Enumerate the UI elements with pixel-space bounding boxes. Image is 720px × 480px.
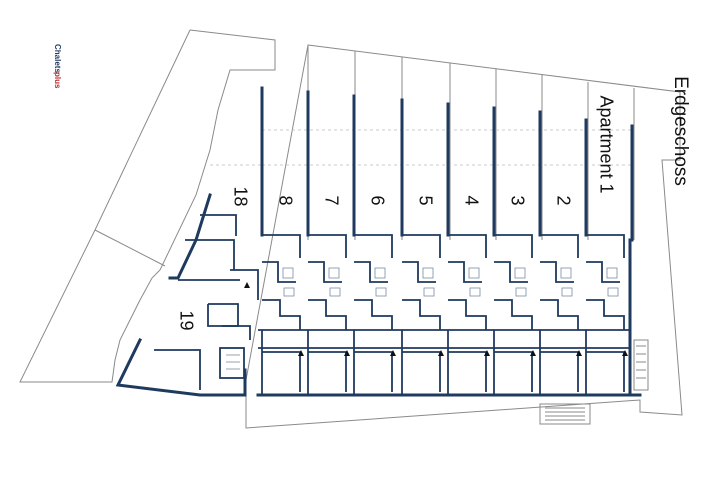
- unit-label-7: 7: [321, 195, 342, 206]
- unit-label-18: 18: [230, 186, 251, 207]
- fixtures: [226, 267, 619, 370]
- apartment-column-4: [447, 234, 487, 395]
- unit-label-6: 6: [367, 195, 388, 206]
- apartment-column-5: [401, 234, 441, 395]
- unit-label-2: 2: [553, 195, 574, 206]
- unit-label-5: 5: [415, 195, 436, 206]
- apartment-column-3: [493, 234, 533, 395]
- unit-label-19: 19: [176, 310, 197, 331]
- site-outline: [19, 29, 683, 429]
- terrace-lines: [210, 129, 634, 166]
- apartment-column-6: [353, 234, 393, 395]
- interior-walls: [154, 214, 630, 395]
- apartment-column-7: [307, 234, 347, 395]
- apartment-column-8: [261, 234, 301, 395]
- logo-text-chalets: Chalets: [53, 44, 62, 73]
- logo-text-plus: plus: [53, 72, 62, 89]
- apartment-column-2: [539, 234, 579, 395]
- unit-label-3: 3: [507, 195, 528, 206]
- floor-label: Erdgeschoss: [670, 76, 691, 186]
- unit-label-apartment-1: Apartment 1: [596, 95, 617, 194]
- door-markers: [244, 282, 628, 356]
- unit-label-4: 4: [461, 195, 482, 206]
- structural-walls: [115, 86, 642, 397]
- unit-label-8: 8: [275, 195, 296, 206]
- chaletsplus-logo: Chalets plus: [46, 40, 82, 100]
- apartment-column-1: [585, 234, 625, 395]
